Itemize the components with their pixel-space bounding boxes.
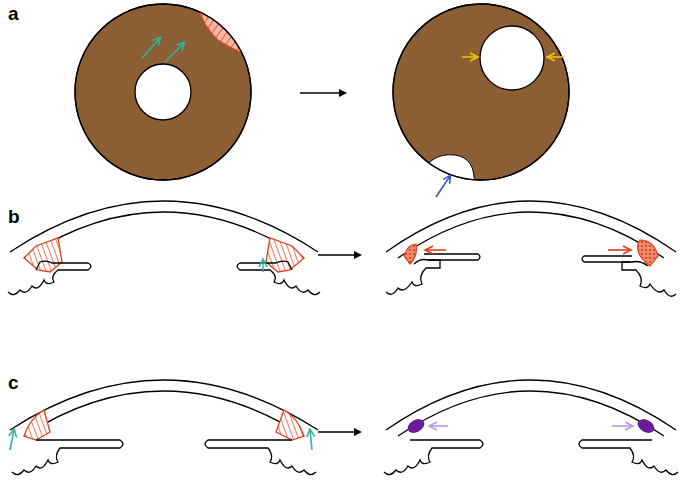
panel-letter: b [8,207,20,226]
panel-letter: c [8,373,19,392]
panel-letter: a [8,4,19,23]
